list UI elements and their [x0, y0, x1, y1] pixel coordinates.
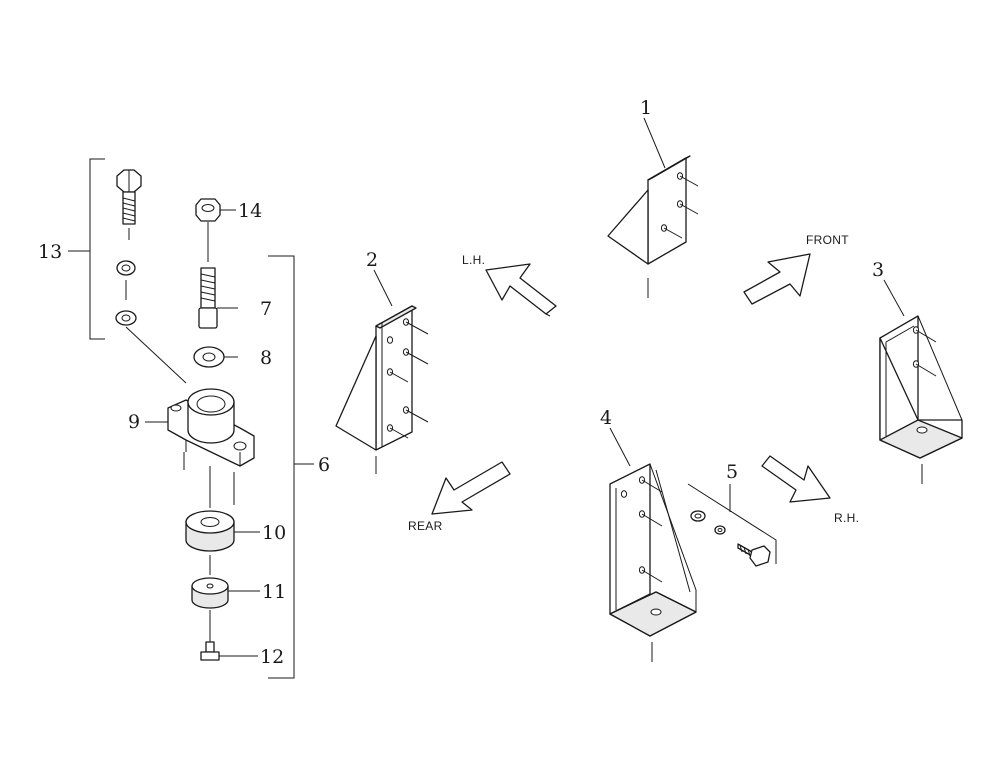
washer-part: [193, 346, 238, 368]
rh-direction-label: R.H.: [834, 511, 859, 525]
callout-12-label: 12: [260, 646, 284, 668]
front-direction-arrow: [743, 253, 811, 305]
hardware-set-5-part: [687, 483, 777, 567]
callout-11-label: 11: [262, 581, 286, 603]
front-direction-label: FRONT: [806, 233, 849, 247]
callout-13-label: 13: [38, 241, 62, 263]
lh-direction-label: L.H.: [462, 253, 485, 267]
callout-5-label: 5: [726, 461, 738, 483]
callout-6-label: 6: [318, 454, 330, 476]
rear-direction-label: REAR: [408, 519, 443, 533]
rubber-cushion-part: [185, 466, 260, 552]
rh-direction-arrow: [761, 455, 831, 503]
lock-washer-part: [116, 260, 136, 300]
hex-nut-part: [195, 198, 236, 262]
callout-4-label: 4: [600, 407, 612, 429]
assembly-bracket-6: [268, 255, 314, 679]
gusset-bracket-1-part: [607, 117, 699, 298]
callout-3-label: 3: [872, 259, 884, 281]
callout-10-label: 10: [262, 522, 286, 544]
rear-direction-arrow: [431, 461, 511, 515]
callout-8-label: 8: [260, 347, 272, 369]
callout-1-label: 1: [640, 97, 652, 119]
small-bolt-part: [200, 610, 258, 661]
gusset-bracket-2-part: [335, 269, 429, 474]
lh-direction-arrow: [485, 263, 557, 317]
hex-bolt-part: [116, 169, 142, 240]
callout-9-label: 9: [128, 411, 140, 433]
stud-bolt-part: [198, 267, 238, 329]
callout-7-label: 7: [260, 298, 272, 320]
callout-2-label: 2: [366, 249, 378, 271]
channel-bracket-4-part: [609, 427, 697, 662]
callout-14-label: 14: [238, 200, 262, 222]
flat-washer-part: [115, 310, 187, 384]
rubber-cushion-small-part: [191, 555, 260, 609]
kit-bracket-13: [68, 158, 105, 340]
flange-mount-part: [145, 388, 255, 505]
channel-bracket-3-part: [879, 279, 963, 484]
